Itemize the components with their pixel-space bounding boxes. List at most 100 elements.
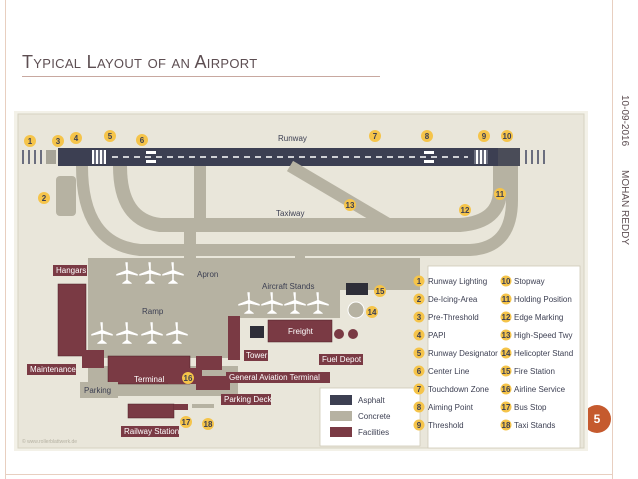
label-fuel-depot-top: Fuel Depot [322, 355, 362, 364]
svg-text:1: 1 [28, 137, 33, 146]
legend-label-concrete: Concrete [358, 412, 391, 421]
callout-3: 3 [52, 135, 64, 147]
label-parking: Parking [84, 386, 111, 395]
svg-text:17: 17 [182, 418, 191, 427]
legend-label-asphalt: Asphalt [358, 396, 385, 405]
maintenance-building [82, 350, 104, 368]
fuel-tank-2 [348, 329, 358, 339]
svg-text:8: 8 [417, 403, 422, 412]
callout-18: 18 [202, 418, 214, 430]
callout-12: 12 [459, 204, 471, 216]
label-general-aviation-top: General Aviation Terminal [229, 373, 320, 382]
runway-lighting [22, 150, 545, 164]
svg-text:4: 4 [74, 134, 79, 143]
svg-text:Bus Stop: Bus Stop [514, 403, 547, 412]
legend-swatch-facilities [330, 427, 352, 437]
fire-station-building [346, 283, 368, 295]
aiming-point-right-2 [424, 160, 434, 163]
svg-text:15: 15 [502, 367, 511, 376]
svg-text:13: 13 [502, 331, 511, 340]
callout-2: 2 [38, 192, 50, 204]
slide-title: Typical Layout of an Airport [22, 52, 258, 72]
svg-text:10: 10 [503, 132, 512, 141]
svg-text:Pre-Threshold: Pre-Threshold [428, 313, 479, 322]
materials-legend: Asphalt Concrete Facilities [319, 387, 421, 447]
svg-text:Helicopter Stand: Helicopter Stand [514, 349, 573, 358]
svg-text:Runway Designator: Runway Designator [428, 349, 498, 358]
key-item-3: 3 Pre-Threshold [413, 311, 479, 323]
label-tower-top: Tower [246, 351, 268, 360]
svg-text:Fire Station: Fire Station [514, 367, 555, 376]
parking-lot [80, 382, 118, 398]
railway-station-building [127, 403, 175, 419]
svg-text:16: 16 [502, 385, 511, 394]
callout-13: 13 [344, 199, 356, 211]
aiming-point-right [424, 151, 434, 154]
slide-author: MOHAN REDDY [619, 170, 630, 246]
callout-16: 16 [182, 372, 194, 384]
key-item-4: 4 PAPI [413, 329, 446, 341]
svg-text:2: 2 [417, 295, 422, 304]
title-underline [22, 76, 380, 77]
label-aircraft-stands: Aircraft Stands [262, 282, 314, 291]
general-aviation-building [196, 356, 222, 370]
callout-15: 15 [374, 285, 386, 297]
freight-building [267, 319, 333, 343]
svg-text:18: 18 [502, 421, 511, 430]
label-runway: Runway [278, 134, 307, 143]
de-icing-area [56, 176, 76, 216]
svg-text:14: 14 [502, 349, 511, 358]
svg-text:2: 2 [42, 194, 47, 203]
slide-date: 10-09-2016 [619, 95, 630, 147]
label-freight: Freight [288, 327, 314, 336]
svg-text:3: 3 [56, 137, 61, 146]
svg-text:Runway Lighting: Runway Lighting [428, 277, 487, 286]
svg-text:8: 8 [425, 132, 430, 141]
taxiway-outer [76, 165, 518, 256]
svg-text:Airline Service: Airline Service [514, 385, 566, 394]
svg-text:PAPI: PAPI [428, 331, 446, 340]
taxiway [113, 165, 507, 232]
svg-text:12: 12 [461, 206, 470, 215]
svg-text:Aiming Point: Aiming Point [428, 403, 474, 412]
stopway [498, 148, 520, 166]
svg-text:4: 4 [417, 331, 422, 340]
svg-text:7: 7 [373, 132, 378, 141]
svg-text:9: 9 [482, 132, 487, 141]
fuel-tank-1 [334, 329, 344, 339]
pre-threshold [46, 150, 56, 164]
svg-text:Touchdown Zone: Touchdown Zone [428, 385, 489, 394]
svg-text:1: 1 [417, 277, 422, 286]
legend-swatch-asphalt [330, 395, 352, 405]
svg-text:7: 7 [417, 385, 422, 394]
tower-building [228, 316, 240, 360]
callout-14: 14 [366, 306, 378, 318]
label-terminal: Terminal [134, 375, 164, 384]
label-taxiway: Taxiway [276, 209, 304, 218]
watermark: © www.rollerblattwerk.de [22, 438, 77, 445]
svg-text:5: 5 [417, 349, 422, 358]
slide-frame-bottom [5, 474, 613, 475]
taxi-stand-strip [192, 404, 214, 408]
runway-threshold-left [92, 150, 106, 164]
label-railway-station-top: Railway Station [124, 427, 179, 436]
key-item-5: 5 Runway Designator [413, 347, 498, 359]
svg-text:15: 15 [376, 287, 385, 296]
svg-text:Holding Position: Holding Position [514, 295, 572, 304]
svg-text:3: 3 [417, 313, 422, 322]
label-apron: Apron [197, 270, 218, 279]
svg-text:17: 17 [502, 403, 511, 412]
legend-swatch-concrete [330, 411, 352, 421]
slide-frame-right [612, 0, 613, 479]
callout-10: 10 [501, 130, 513, 142]
callout-11: 11 [494, 188, 506, 200]
